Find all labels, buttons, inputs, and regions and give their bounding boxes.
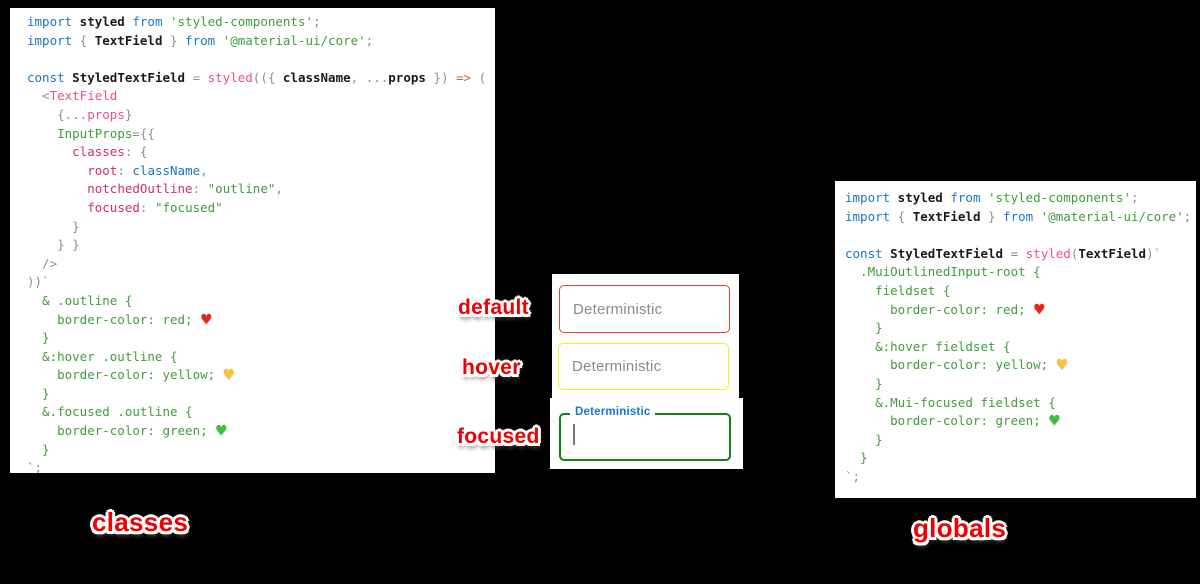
code-panel-classes: import styled from 'styled-components'; i… xyxy=(10,8,495,473)
textfield-focused-label: Deterministic xyxy=(570,406,656,418)
annotation-classes: classes xyxy=(92,507,189,537)
code-line: } xyxy=(845,320,883,336)
textfield-hover-state[interactable]: Deterministic xyxy=(558,343,729,390)
code-line: notchedOutline: "outline", xyxy=(87,181,283,197)
code-line: } } xyxy=(27,237,80,253)
code-line: } xyxy=(27,218,80,234)
code-line: {...props} xyxy=(27,106,133,122)
textfield-hover-placeholder: Deterministic xyxy=(572,358,662,375)
textfield-default-state[interactable]: Deterministic xyxy=(559,285,730,333)
code-line: border-color: green; ♥ xyxy=(845,413,1061,430)
code-line: border-color: yellow; ♥ xyxy=(845,357,1069,374)
code-line: &:hover .outline { xyxy=(27,348,178,364)
code-line: import styled from 'styled-components'; xyxy=(845,190,1139,205)
code-line: &:hover fieldset { xyxy=(845,338,1011,354)
code-line: <TextField xyxy=(27,88,118,104)
code-line: &.focused .outline { xyxy=(27,404,193,420)
code-line: ))` xyxy=(27,274,50,290)
code-line: `; xyxy=(27,460,43,473)
code-line: focused: "focused" xyxy=(87,199,223,215)
code-line: classes: { xyxy=(72,144,148,160)
code-line: root: className, xyxy=(87,162,208,178)
code-line xyxy=(27,50,495,69)
code-line: /> xyxy=(27,255,58,271)
code-line: .MuiOutlinedInput-root { xyxy=(845,264,1041,280)
code-line xyxy=(845,226,1196,245)
textfield-demo-upper-panel: Deterministic Deterministic xyxy=(552,274,739,398)
code-line: const StyledTextField = styled(TextField… xyxy=(845,245,1162,261)
annotation-globals: globals xyxy=(913,513,1007,543)
text-cursor xyxy=(573,424,575,445)
code-line: import { TextField } from '@material-ui/… xyxy=(845,208,1192,224)
code-line: border-color: red; ♥ xyxy=(27,311,213,328)
textfield-default-placeholder: Deterministic xyxy=(573,300,663,318)
code-line: fieldset { xyxy=(845,282,951,298)
code-line: const StyledTextField = styled(({ classN… xyxy=(27,69,487,85)
code-line: } xyxy=(27,385,50,401)
code-line: } xyxy=(27,330,50,346)
annotation-focused: focused xyxy=(457,425,540,448)
code-line: &.Mui-focused fieldset { xyxy=(845,394,1056,410)
textfield-demo-lower-panel: Deterministic xyxy=(550,398,743,469)
code-line: border-color: yellow; ♥ xyxy=(27,367,236,384)
code-line: import { TextField } from '@material-ui/… xyxy=(27,32,374,48)
annotation-hover: hover xyxy=(462,356,521,379)
code-line: & .outline { xyxy=(27,292,133,308)
code-line: border-color: red; ♥ xyxy=(845,301,1046,318)
code-line: } xyxy=(845,450,868,466)
textfield-focused-state[interactable]: Deterministic xyxy=(559,406,731,461)
code-line: } xyxy=(845,431,883,447)
code-line: InputProps={{ xyxy=(57,125,155,141)
code-panel-globals: import styled from 'styled-components'; i… xyxy=(835,181,1196,498)
code-line: import styled from 'styled-components'; xyxy=(27,14,321,29)
code-line: `; xyxy=(845,468,861,484)
annotation-default: default xyxy=(458,296,529,319)
code-line: } xyxy=(27,441,50,457)
code-line: border-color: green; ♥ xyxy=(27,423,228,440)
code-line: } xyxy=(845,375,883,391)
